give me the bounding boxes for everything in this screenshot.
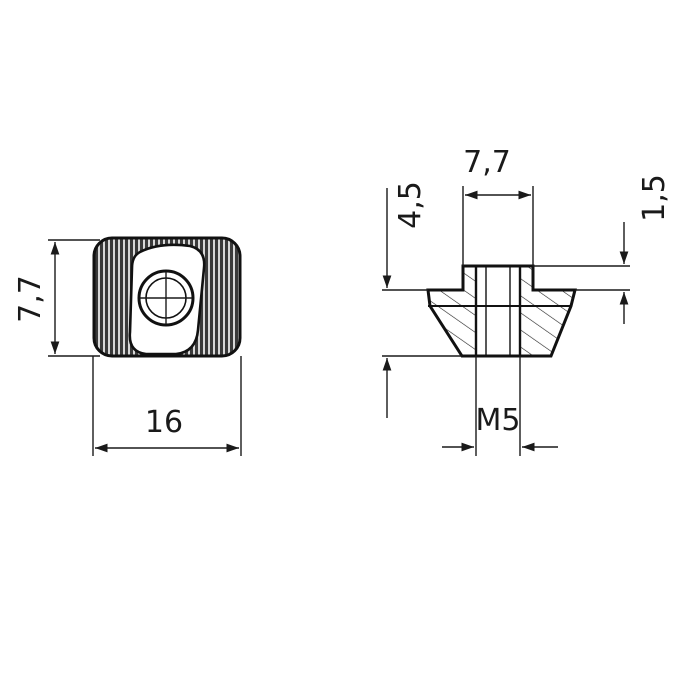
section-right bbox=[520, 266, 575, 356]
front-width-label: 16 bbox=[145, 405, 183, 440]
side-height-label: 4,5 bbox=[393, 181, 428, 229]
side-top-width-label: 7,7 bbox=[463, 145, 511, 180]
nut-side-profile bbox=[426, 264, 577, 358]
front-view: 7,7 16 bbox=[13, 236, 242, 456]
side-view: 7,7 4,5 1,5 M5 bbox=[382, 145, 672, 456]
side-flange-label: 1,5 bbox=[637, 174, 672, 222]
side-thread-label: M5 bbox=[476, 403, 521, 438]
front-height-label: 7,7 bbox=[13, 275, 48, 323]
